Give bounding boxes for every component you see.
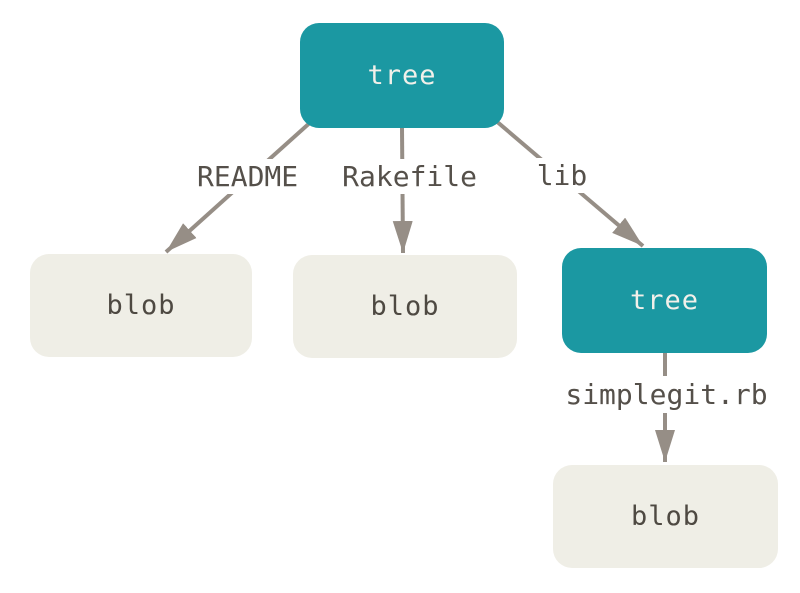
edge-label-simplegit: simplegit.rb: [555, 376, 778, 413]
edge-label-readme: README: [197, 160, 299, 193]
node-blob-rakefile: blob: [293, 255, 517, 358]
edge-label-rakefile: Rakefile: [342, 160, 477, 193]
node-tree-lib: tree: [562, 248, 767, 353]
edge-label-lib: lib: [522, 158, 602, 193]
node-blob-readme: blob: [30, 254, 252, 357]
node-tree-root: tree: [300, 23, 504, 128]
edge-label-band: README Rakefile: [183, 159, 510, 194]
node-blob-simplegit: blob: [553, 465, 778, 568]
